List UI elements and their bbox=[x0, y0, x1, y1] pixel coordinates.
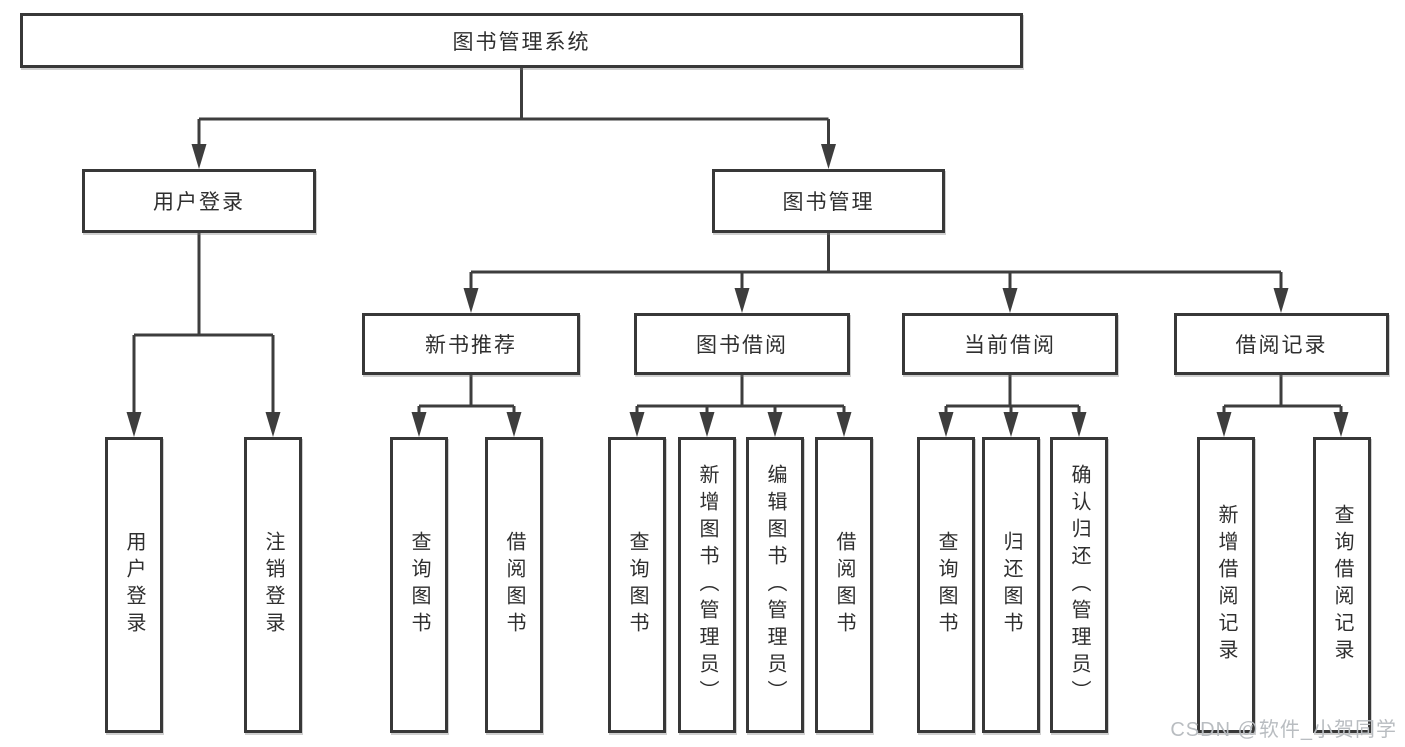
arrow-down-icon bbox=[463, 288, 479, 313]
csdn-watermark: CSDN @软件_小贺同学 bbox=[1170, 719, 1397, 741]
arrow-down-icon bbox=[767, 412, 783, 437]
leaf-confirm-return-admin-label: 确认归还（管理员） bbox=[1068, 463, 1090, 707]
arrow-down-icon bbox=[1216, 412, 1232, 437]
leaf-return-books-label: 归还图书 bbox=[1000, 531, 1022, 639]
arrow-down-icon bbox=[821, 144, 836, 169]
connector-new-book-rec-children bbox=[411, 375, 522, 437]
leaf-current-query-books: 查询图书 bbox=[917, 437, 975, 733]
leaf-current-query-books-label: 查询图书 bbox=[935, 531, 957, 639]
leaf-borrow-borrow-books-label: 借阅图书 bbox=[833, 531, 855, 639]
leaf-edit-books-admin-label: 编辑图书（管理员） bbox=[764, 463, 786, 707]
leaf-rec-borrow-books: 借阅图书 bbox=[485, 437, 543, 733]
arrow-down-icon bbox=[938, 412, 954, 437]
connector-book-mgmt-children bbox=[463, 233, 1289, 313]
node-root: 图书管理系统 bbox=[20, 13, 1023, 68]
leaf-return-books: 归还图书 bbox=[982, 437, 1040, 733]
leaf-borrow-query-books-label: 查询图书 bbox=[626, 531, 648, 639]
leaf-user-login-label: 用户登录 bbox=[123, 531, 145, 639]
leaf-borrow-query-books: 查询图书 bbox=[608, 437, 666, 733]
connector-borrow-records-children bbox=[1216, 375, 1349, 437]
leaf-add-books-admin: 新增图书（管理员） bbox=[678, 437, 736, 733]
leaf-query-borrow-record: 查询借阅记录 bbox=[1313, 437, 1371, 733]
arrow-down-icon bbox=[1002, 288, 1018, 313]
node-book-borrow-label: 图书借阅 bbox=[696, 334, 788, 357]
node-new-book-rec: 新书推荐 bbox=[362, 313, 580, 375]
leaf-rec-query-books: 查询图书 bbox=[390, 437, 448, 733]
leaf-logout: 注销登录 bbox=[244, 437, 302, 733]
arrow-down-icon bbox=[1333, 412, 1349, 437]
leaf-rec-borrow-books-label: 借阅图书 bbox=[503, 531, 525, 639]
leaf-confirm-return-admin: 确认归还（管理员） bbox=[1050, 437, 1108, 733]
arrow-down-icon bbox=[699, 412, 715, 437]
leaf-add-borrow-record: 新增借阅记录 bbox=[1197, 437, 1255, 733]
leaf-query-borrow-record-label: 查询借阅记录 bbox=[1331, 504, 1353, 666]
leaf-add-books-admin-label: 新增图书（管理员） bbox=[696, 463, 718, 707]
arrow-down-icon bbox=[1273, 288, 1289, 313]
node-new-book-rec-label: 新书推荐 bbox=[425, 334, 517, 357]
leaf-rec-query-books-label: 查询图书 bbox=[408, 531, 430, 639]
arrow-down-icon bbox=[411, 412, 427, 437]
arrow-down-icon bbox=[126, 412, 142, 437]
node-user-login: 用户登录 bbox=[82, 169, 316, 233]
node-book-mgmt-label: 图书管理 bbox=[782, 191, 875, 214]
arrow-down-icon bbox=[265, 412, 281, 437]
node-root-label: 图书管理系统 bbox=[452, 30, 591, 54]
leaf-logout-label: 注销登录 bbox=[262, 531, 284, 639]
node-current-borrow-label: 当前借阅 bbox=[964, 334, 1056, 357]
connector-current-borrow-children bbox=[938, 375, 1087, 437]
leaf-edit-books-admin: 编辑图书（管理员） bbox=[746, 437, 804, 733]
connector-user-login-children bbox=[126, 233, 281, 437]
arrow-down-icon bbox=[629, 412, 645, 437]
arrow-down-icon bbox=[191, 144, 207, 169]
connector-root-children bbox=[191, 68, 836, 169]
node-borrow-records: 借阅记录 bbox=[1174, 313, 1389, 375]
leaf-user-login: 用户登录 bbox=[105, 437, 163, 733]
arrow-down-icon bbox=[734, 288, 750, 313]
leaf-add-borrow-record-label: 新增借阅记录 bbox=[1215, 504, 1237, 666]
arrow-down-icon bbox=[1071, 412, 1087, 437]
node-current-borrow: 当前借阅 bbox=[902, 313, 1118, 375]
arrow-down-icon bbox=[836, 412, 852, 437]
node-user-login-label: 用户登录 bbox=[153, 191, 245, 214]
leaf-borrow-borrow-books: 借阅图书 bbox=[815, 437, 873, 733]
node-book-mgmt: 图书管理 bbox=[712, 169, 945, 233]
connector-book-borrow-children bbox=[629, 375, 852, 437]
arrow-down-icon bbox=[506, 412, 522, 437]
node-borrow-records-label: 借阅记录 bbox=[1235, 334, 1328, 357]
node-book-borrow: 图书借阅 bbox=[634, 313, 850, 375]
arrow-down-icon bbox=[1003, 412, 1019, 437]
